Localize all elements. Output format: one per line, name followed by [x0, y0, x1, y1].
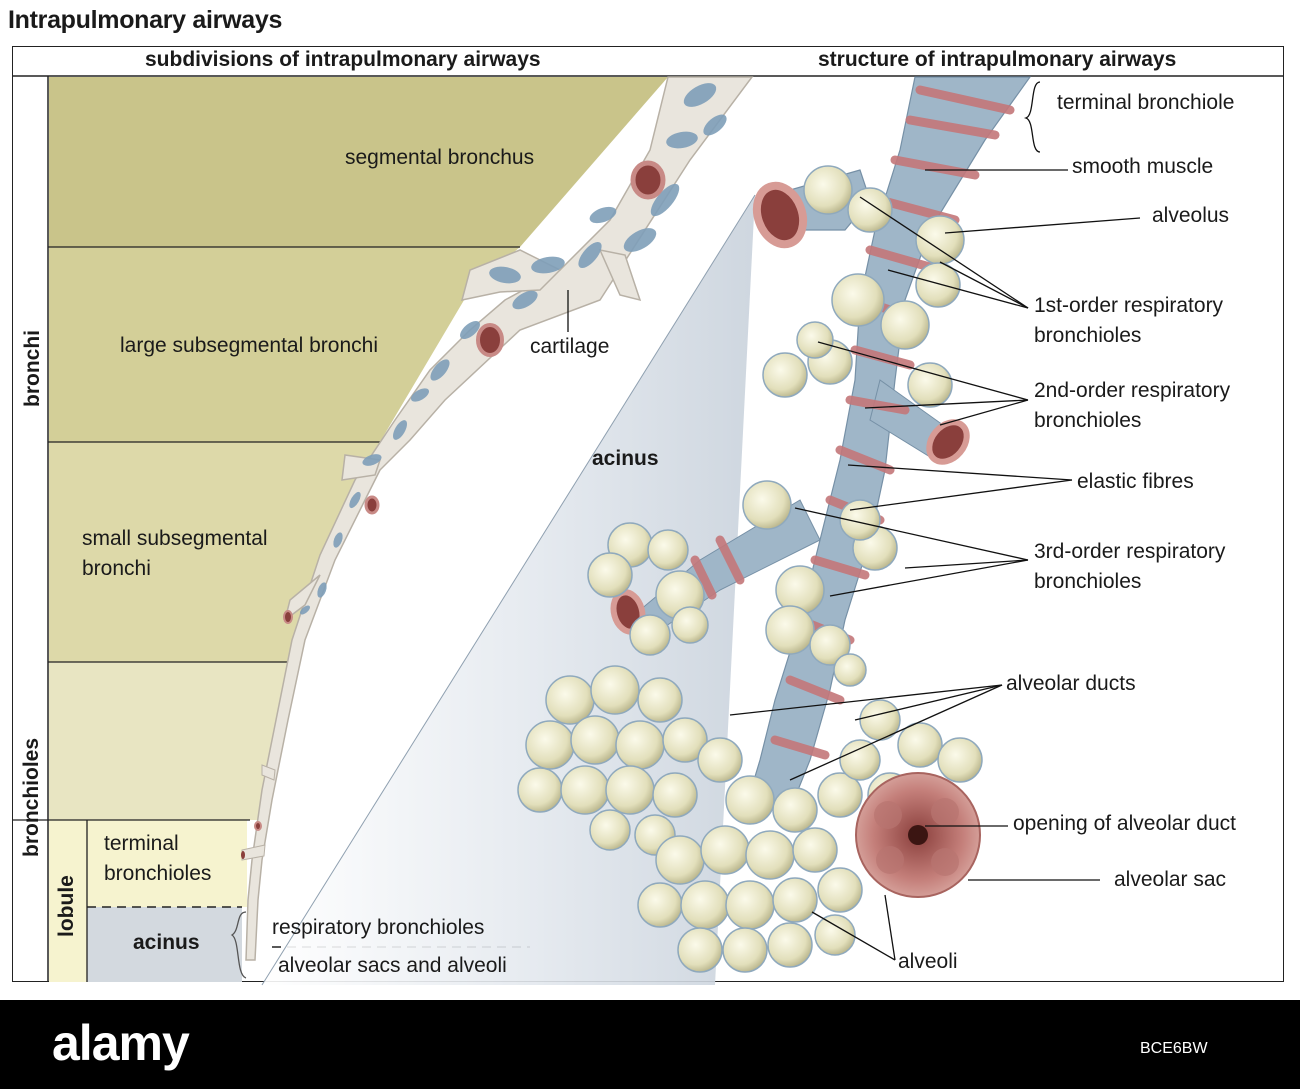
airway-structure: [517, 76, 1032, 973]
band-large-subsegmental: [49, 247, 520, 442]
label-alveolar-sacs: alveolar sacs and alveoli: [278, 954, 507, 977]
label-opening-alveolar-duct: opening of alveolar duct: [1013, 812, 1236, 835]
label-second-order-1: 2nd-order respiratory: [1034, 379, 1231, 402]
header-left: subdivisions of intrapulmonary airways: [145, 48, 541, 71]
label-alveolar-ducts: alveolar ducts: [1006, 672, 1136, 695]
alveoli-clusters: [517, 165, 983, 973]
watermark-footer: [0, 1000, 1300, 1089]
label-bronchioles: bronchioles: [20, 737, 43, 857]
band-terminal: [87, 820, 247, 907]
label-cartilage: cartilage: [530, 335, 610, 358]
image-id: BCE6BW: [1140, 1040, 1208, 1057]
label-bronchi: bronchi: [21, 330, 44, 407]
label-lobule: lobule: [55, 875, 78, 937]
diagram-canvas: [12, 75, 1284, 986]
band-label-terminal-2: bronchioles: [104, 862, 212, 885]
right-opening: [926, 419, 970, 465]
band-label-small-subsegmental-2: bronchi: [82, 557, 151, 580]
upper-opening: [752, 181, 808, 249]
band-label-large-subsegmental: large subsegmental bronchi: [120, 334, 378, 357]
bronchial-tree: [241, 76, 754, 961]
band-label-acinus: acinus: [133, 931, 200, 954]
label-respiratory-bronchioles: respiratory bronchioles: [272, 916, 485, 939]
header-right: structure of intrapulmonary airways: [818, 48, 1177, 71]
band-segmental: [49, 77, 668, 247]
label-alveolar-sac: alveolar sac: [1114, 868, 1227, 891]
label-smooth-muscle: smooth muscle: [1072, 155, 1214, 178]
alveolar-sac: [855, 772, 981, 898]
label-first-order-1: 1st-order respiratory: [1034, 294, 1224, 317]
diagram-title: Intrapulmonary airways: [8, 6, 283, 34]
leader-lines: [567, 81, 1141, 961]
band-label-small-subsegmental-1: small subsegmental: [82, 527, 268, 550]
label-alveolus: alveolus: [1152, 204, 1230, 227]
label-terminal-bronchiole: terminal bronchiole: [1057, 91, 1235, 114]
band-label-segmental: segmental bronchus: [345, 146, 535, 169]
label-alveoli: alveoli: [898, 950, 958, 973]
label-acinus-cone: acinus: [592, 447, 659, 470]
label-second-order-2: bronchioles: [1034, 409, 1142, 432]
label-third-order-2: bronchioles: [1034, 570, 1142, 593]
label-elastic-fibres: elastic fibres: [1077, 470, 1194, 493]
band-acinus: [87, 907, 242, 982]
label-first-order-2: bronchioles: [1034, 324, 1142, 347]
band-lobule: [49, 820, 87, 982]
watermark-logo: alamy: [52, 1015, 190, 1071]
label-third-order-1: 3rd-order respiratory: [1034, 540, 1226, 563]
band-label-terminal-1: terminal: [104, 832, 179, 855]
band-bronchioles: [49, 662, 293, 820]
